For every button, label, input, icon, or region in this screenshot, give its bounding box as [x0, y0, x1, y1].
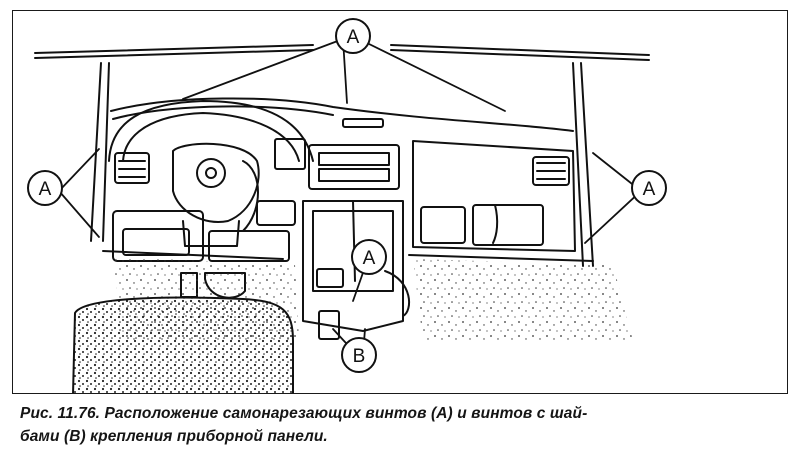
steering-column: [172, 142, 260, 223]
leader-top-3: [362, 40, 506, 112]
figure-frame: A A A A B: [12, 10, 788, 394]
instrument-hood: [108, 100, 314, 162]
svg-text:A: A: [347, 27, 360, 48]
callout-center: A: [351, 239, 387, 275]
windscreen-frame-right-inner: [390, 49, 650, 61]
leader-left-1: [58, 148, 100, 192]
seat-cushion: [72, 296, 294, 393]
leader-top-1: [182, 38, 344, 100]
callout-top: A: [335, 18, 371, 54]
figure-caption: Рис. 11.76. Расположение самонарезающих …: [20, 402, 790, 448]
vent-left: [114, 152, 150, 184]
leader-right-2: [584, 190, 642, 244]
callout-left: A: [27, 170, 63, 206]
caption-line-1: Рис. 11.76. Расположение самонарезающих …: [20, 405, 588, 422]
callout-bottom: B: [341, 337, 377, 373]
callout-right: A: [631, 170, 667, 206]
dashboard-illustration: A A A A B: [27, 18, 667, 393]
glovebox: [472, 204, 544, 246]
svg-text:A: A: [363, 248, 376, 269]
caption-line-2: бами (В) крепления приборной панели.: [20, 428, 328, 445]
center-stack-upper: [308, 144, 400, 190]
svg-text:A: A: [643, 179, 656, 200]
windscreen-frame-left: [34, 44, 314, 54]
windscreen-frame-right: [390, 44, 650, 56]
dashboard-top: [110, 97, 574, 132]
svg-text:B: B: [353, 346, 366, 367]
vent-right: [532, 156, 570, 186]
leader-left-2: [58, 190, 100, 238]
svg-text:A: A: [39, 179, 52, 200]
dashboard-right: [412, 140, 576, 252]
center-console: [302, 200, 404, 332]
a-pillar-right: [572, 62, 584, 267]
windscreen-frame-left-inner: [34, 49, 314, 59]
